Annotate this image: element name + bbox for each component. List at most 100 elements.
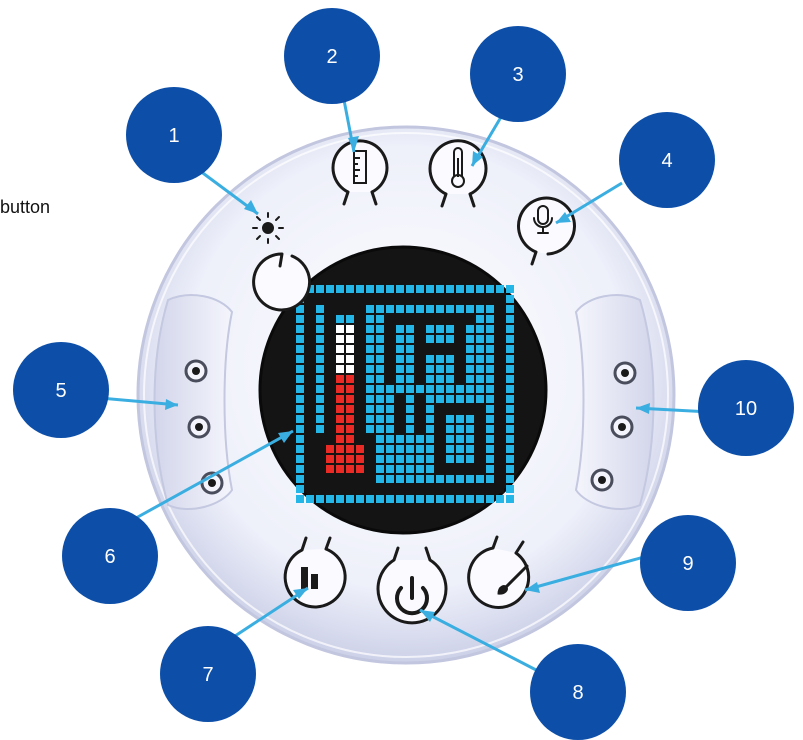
led-pixel (446, 375, 454, 383)
led-pixel (366, 435, 374, 443)
led-pixel (496, 345, 504, 353)
led-pixel (386, 325, 394, 333)
led-pixel (326, 395, 334, 403)
led-pixel (296, 465, 304, 473)
led-pixel (336, 405, 344, 413)
led-pixel (486, 455, 494, 463)
led-pixel (496, 485, 504, 493)
led-pixel (466, 495, 474, 503)
led-pixel (346, 435, 354, 443)
led-pixel (426, 325, 434, 333)
led-pixel (436, 465, 444, 473)
led-pixel (416, 295, 424, 303)
led-pixel (346, 365, 354, 373)
led-pixel (366, 465, 374, 473)
callout-5: 5 (13, 342, 109, 438)
port[interactable] (187, 415, 211, 439)
led-pixel (486, 445, 494, 453)
led-pixel (296, 435, 304, 443)
led-pixel (366, 365, 374, 373)
led-pixel (446, 395, 454, 403)
led-pixel (326, 365, 334, 373)
led-pixel (346, 455, 354, 463)
port[interactable] (590, 468, 614, 492)
led-pixel (486, 405, 494, 413)
pixel-grid (296, 285, 514, 503)
led-pixel (296, 405, 304, 413)
led-pixel (466, 335, 474, 343)
ruler-icon (353, 150, 367, 184)
led-pixel (336, 365, 344, 373)
light-sensor-button[interactable] (252, 212, 312, 312)
led-pixel (436, 475, 444, 483)
led-pixel (506, 335, 514, 343)
led-pixel (446, 315, 454, 323)
led-pixel (486, 315, 494, 323)
led-pixel (376, 385, 384, 393)
led-pixel (466, 305, 474, 313)
led-pixel (386, 455, 394, 463)
led-pixel (476, 315, 484, 323)
led-pixel (496, 445, 504, 453)
led-pixel (386, 335, 394, 343)
led-pixel (486, 465, 494, 473)
led-pixel (476, 445, 484, 453)
led-pixel (476, 485, 484, 493)
led-pixel (426, 335, 434, 343)
led-pixel (406, 345, 414, 353)
led-pixel (446, 465, 454, 473)
led-pixel (336, 295, 344, 303)
led-pixel (306, 435, 314, 443)
led-pixel (456, 415, 464, 423)
led-pixel (326, 325, 334, 333)
led-display (258, 245, 548, 535)
led-pixel (336, 345, 344, 353)
led-pixel (366, 475, 374, 483)
led-pixel (346, 305, 354, 313)
port[interactable] (613, 361, 637, 385)
temperature-sensor-button[interactable] (428, 139, 488, 208)
left-ports[interactable] (184, 359, 224, 495)
led-pixel (486, 355, 494, 363)
led-pixel (496, 385, 504, 393)
led-pixel (436, 415, 444, 423)
port[interactable] (184, 359, 208, 383)
port[interactable] (610, 415, 634, 439)
led-pixel (326, 355, 334, 363)
led-pixel (306, 375, 314, 383)
led-pixel (456, 365, 464, 373)
led-pixel (466, 385, 474, 393)
led-pixel (326, 345, 334, 353)
power-button[interactable] (376, 546, 448, 625)
paint-brush-icon (497, 564, 529, 595)
led-pixel (406, 325, 414, 333)
callout-label: 10 (735, 398, 757, 420)
led-pixel (426, 355, 434, 363)
sound-sensor-button[interactable] (517, 196, 576, 266)
led-pixel (426, 375, 434, 383)
led-pixel (426, 435, 434, 443)
led-pixel (446, 355, 454, 363)
led-pixel (356, 375, 364, 383)
led-pixel (306, 485, 314, 493)
led-pixel (356, 315, 364, 323)
led-pixel (496, 335, 504, 343)
draw-button[interactable] (467, 535, 531, 609)
led-pixel (326, 305, 334, 313)
led-pixel (396, 295, 404, 303)
led-pixel (386, 315, 394, 323)
led-pixel (366, 295, 374, 303)
led-pixel (436, 285, 444, 293)
led-pixel (416, 415, 424, 423)
distance-sensor-button[interactable] (331, 139, 389, 206)
led-pixel (446, 435, 454, 443)
led-pixel (346, 345, 354, 353)
right-ports[interactable] (590, 361, 637, 492)
led-pixel (316, 415, 324, 423)
led-pixel (376, 295, 384, 303)
led-pixel (306, 395, 314, 403)
led-pixel (476, 405, 484, 413)
led-pixel (466, 445, 474, 453)
led-pixel (406, 425, 414, 433)
led-pixel (296, 355, 304, 363)
